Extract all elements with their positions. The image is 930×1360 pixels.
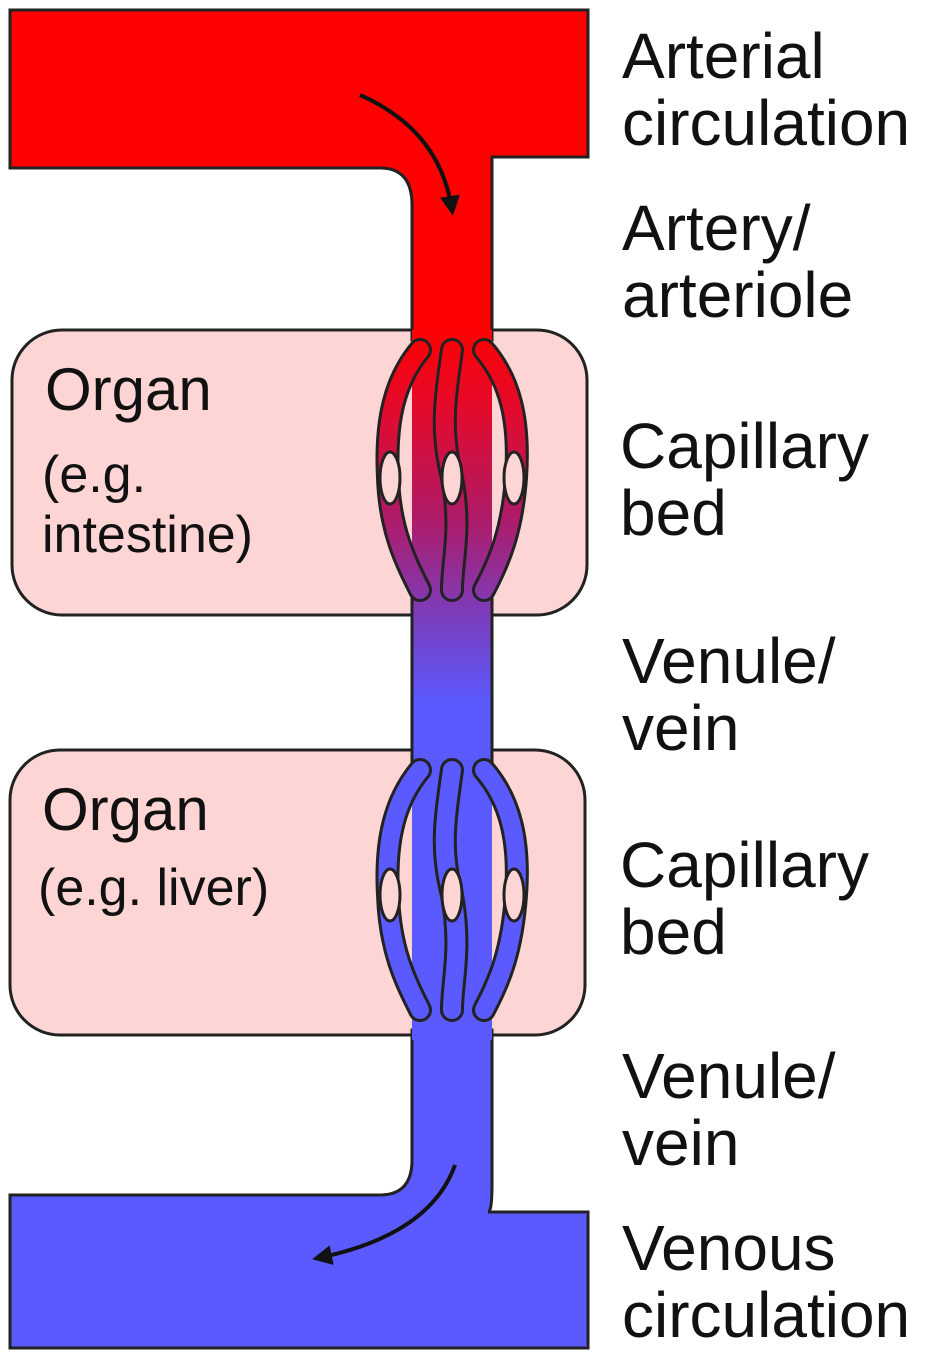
label-capillary-2-line1: Capillary <box>620 829 869 901</box>
organ-1-name: Organ <box>45 356 212 423</box>
label-venule-2-line2: vein <box>622 1107 739 1179</box>
organ-1-example-line2: intestine) <box>42 506 253 564</box>
venous-vessel <box>10 1030 588 1348</box>
label-capillary-1-line2: bed <box>620 477 727 549</box>
side-labels: Arterial circulation Artery/ arteriole C… <box>620 20 910 1351</box>
label-arterial-line1: Arterial <box>622 20 825 92</box>
label-artery-line1: Artery/ <box>622 192 811 264</box>
label-venule-1-line2: vein <box>622 692 739 764</box>
label-venule-1-line1: Venule/ <box>622 625 836 697</box>
organ-1-example-line1: (e.g. <box>42 446 146 504</box>
label-capillary-2-line2: bed <box>620 896 727 968</box>
label-capillary-1-line1: Capillary <box>620 410 869 482</box>
label-artery-line2: arteriole <box>622 259 853 331</box>
arterial-vessel <box>10 10 588 340</box>
label-venous-line2: circulation <box>622 1279 910 1351</box>
organ-2-name: Organ <box>42 776 209 843</box>
label-arterial-line2: circulation <box>622 87 910 159</box>
label-venule-2-line1: Venule/ <box>622 1040 836 1112</box>
organ-2-example: (e.g. liver) <box>38 859 269 917</box>
label-venous-line1: Venous <box>622 1212 836 1284</box>
